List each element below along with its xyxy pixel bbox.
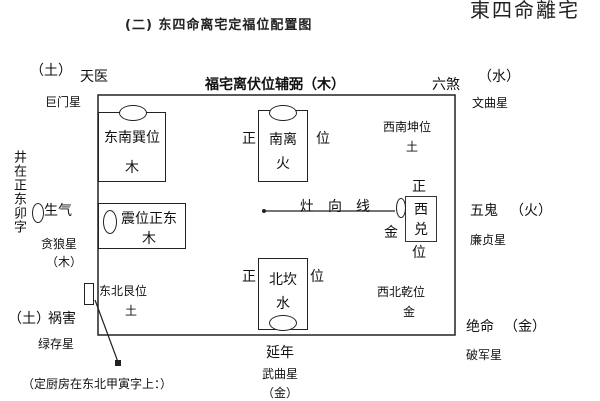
south-zheng: 正: [242, 131, 256, 147]
well-icon: [32, 203, 44, 223]
southeast-oval: [119, 105, 147, 121]
jueming-star: 破军星: [466, 348, 503, 362]
yannian-label: 延年: [266, 345, 294, 361]
yannian-element: （金）: [262, 386, 299, 400]
huohai-star: 绿存星: [38, 337, 75, 351]
stove-direction-label: 灶 向 线: [300, 199, 370, 215]
huohai-label: 祸害: [48, 311, 76, 327]
kitchen-pointer-line: [94, 299, 119, 363]
liusha-star: 文曲星: [472, 96, 509, 110]
west-oval: [396, 198, 406, 218]
northwest-element: 金: [403, 305, 416, 319]
liusha-label: 六煞: [432, 77, 460, 93]
cell-west: 西 兑: [405, 196, 437, 242]
west-xi: 西: [414, 202, 428, 218]
liusha-element: （水）: [478, 69, 520, 85]
south-wei: 位: [316, 131, 330, 147]
corner-title: 東四命離宅: [470, 0, 580, 22]
east-element: 木: [142, 231, 156, 247]
east-oval: [103, 210, 117, 234]
cell-southeast: 东南巽位 木: [98, 105, 166, 182]
north-name: 北坎: [269, 272, 297, 288]
shengqi-star: 贪狼星: [41, 237, 78, 251]
jueming-label: 绝命: [466, 319, 494, 335]
cell-north: 北坎 水: [258, 258, 308, 331]
north-wei: 位: [310, 269, 324, 285]
north-oval: [269, 315, 297, 331]
yannian-star: 武曲星: [262, 367, 299, 381]
southeast-element: 木: [125, 160, 139, 176]
northeast-element: 土: [125, 304, 138, 318]
southwest-element: 土: [406, 140, 419, 154]
west-zheng: 正: [412, 179, 426, 195]
south-name: 南离: [269, 132, 297, 148]
kitchen-note: （定厨房在东北甲寅字上：）: [22, 377, 173, 391]
cell-south: 南离 火: [258, 105, 308, 182]
west-jin: 金: [384, 225, 398, 241]
kitchen-box: [84, 283, 94, 305]
jueming-element: （金）: [504, 319, 546, 335]
tianyi-element: （土）: [30, 63, 72, 79]
wugui-element: （火）: [510, 203, 552, 219]
northwest-name: 西北乾位: [377, 285, 426, 299]
wugui-label: 五鬼: [470, 203, 498, 219]
well-note: 井在正东卯字: [11, 150, 26, 234]
north-element: 水: [276, 296, 290, 312]
page-title: (二) 东四命离宅定福位配置图: [125, 18, 313, 33]
huohai-element: （土）: [8, 311, 50, 327]
west-wei: 位: [412, 245, 426, 261]
northeast-name: 东北艮位: [99, 284, 148, 298]
east-name: 震位正东: [121, 211, 177, 227]
kitchen-marker: [115, 360, 121, 366]
southeast-name: 东南巽位: [104, 130, 160, 146]
tianyi-star: 巨门星: [45, 95, 82, 109]
tianyi-label: 天医: [80, 69, 108, 85]
house-title: 福宅离伏位辅弼（木）: [205, 77, 345, 93]
south-element: 火: [276, 156, 290, 172]
shengqi-label: 生气: [44, 203, 72, 219]
north-zheng: 正: [242, 269, 256, 285]
wugui-star: 廉贞星: [470, 233, 507, 247]
south-oval: [269, 105, 297, 121]
shengqi-element: （木）: [46, 255, 83, 269]
west-dui: 兑: [414, 222, 428, 238]
cell-east: 震位正东 木: [98, 203, 186, 249]
stove-dot: [262, 209, 266, 213]
southwest-name: 西南坤位: [383, 120, 432, 134]
